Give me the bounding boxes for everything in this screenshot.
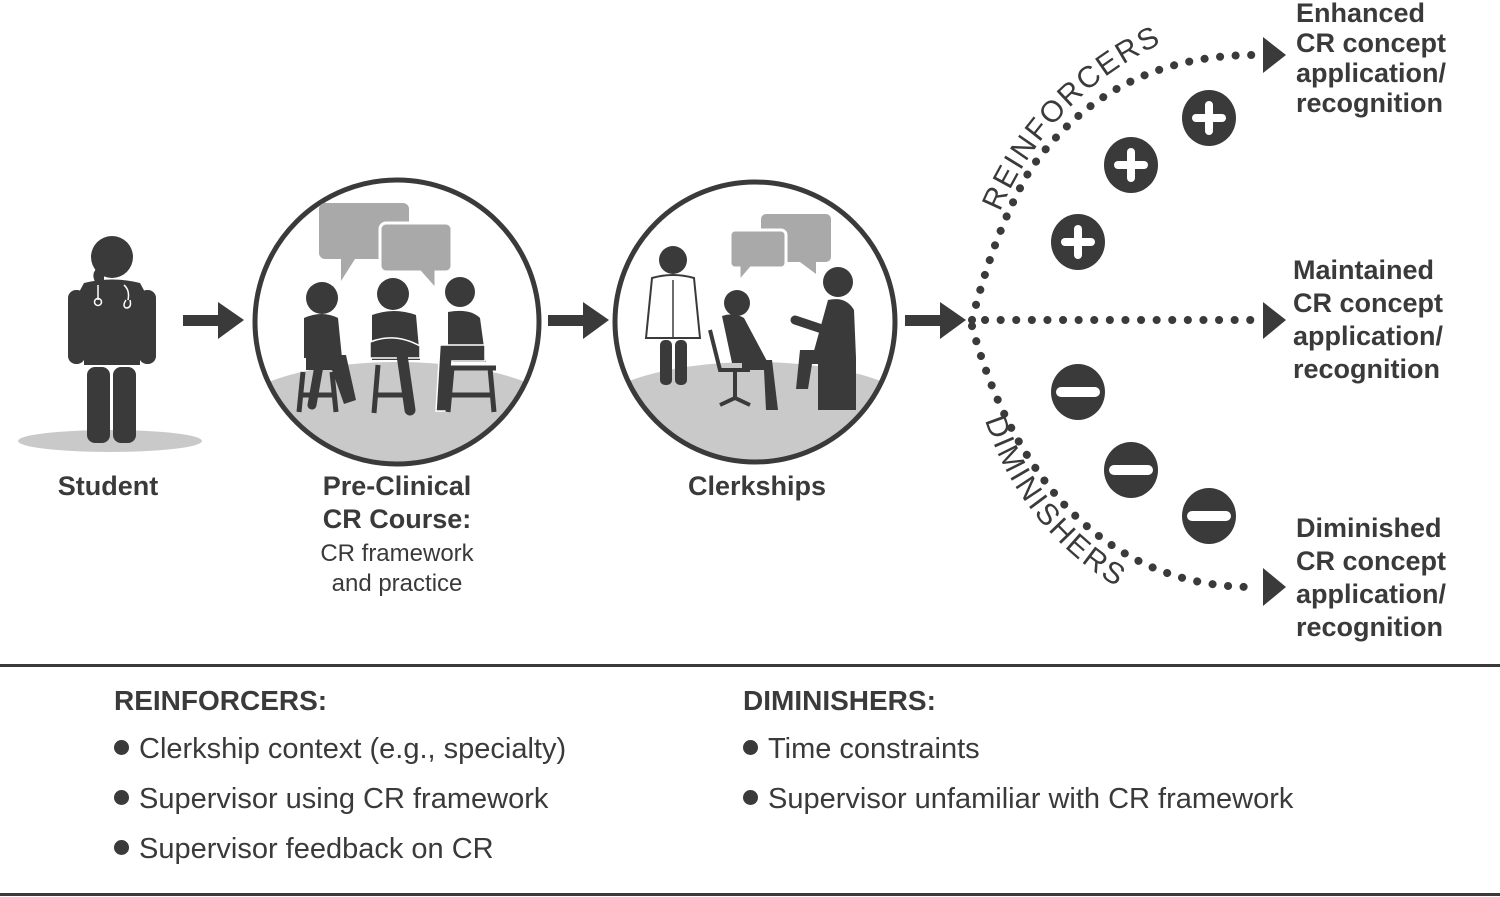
legend-diminishers-title: DIMINISHERS: <box>743 685 936 716</box>
arrow-clerkships-to-outcomes <box>905 302 966 339</box>
outcome-diminished-line: CR concept <box>1296 546 1446 576</box>
stage-label-clerkships: Clerkships <box>688 471 826 501</box>
outcome-enhanced-line: recognition <box>1296 88 1443 118</box>
legend-item-text: Time constraints <box>768 733 980 765</box>
legend-reinforcer-item: Supervisor using CR framework <box>114 783 548 816</box>
outcome-diminished-line: application/ <box>1296 579 1447 609</box>
legend-bottom-rule <box>0 893 1500 896</box>
outcome-maintained-line: application/ <box>1293 321 1444 351</box>
bullet-icon <box>743 789 758 805</box>
outcome-diminished-line: Diminished <box>1296 513 1442 543</box>
minus-circle-icon <box>1104 442 1158 498</box>
legend-diminisher-item: Supervisor unfamiliar with CR framework <box>743 783 1293 816</box>
plus-circle-icon <box>1182 90 1236 146</box>
arrow-student-to-course <box>183 302 244 339</box>
clerkships-scene-icon <box>612 179 898 465</box>
outcome-enhanced: Enhanced CR concept application/ recogni… <box>1296 0 1447 118</box>
preclinical-group-icon <box>252 177 542 467</box>
minus-circle-icon <box>1051 364 1105 420</box>
stage-sub-preclinical-line2: and practice <box>332 570 463 597</box>
outcome-enhanced-line: CR concept <box>1296 28 1446 58</box>
legend-reinforcers-title: REINFORCERS: <box>114 685 328 716</box>
legend-top-rule <box>0 664 1500 667</box>
stage-label-preclinical-line2: CR Course: <box>323 504 472 534</box>
student-figure-icon <box>18 236 202 452</box>
outcome-maintained-line: Maintained <box>1293 255 1434 285</box>
outcome-enhanced-line: application/ <box>1296 58 1447 88</box>
plus-circle-icon <box>1051 214 1105 270</box>
dotted-path-diminishers <box>968 322 1286 606</box>
legend-item-text: Supervisor unfamiliar with CR framework <box>768 783 1294 815</box>
bullet-icon <box>743 739 758 755</box>
diminishers-curved-label: DIMINISHERS <box>978 411 1132 593</box>
legend-reinforcer-item: Clerkship context (e.g., specialty) <box>114 733 566 766</box>
outcome-diminished-line: recognition <box>1296 612 1443 642</box>
bullet-icon <box>114 739 129 755</box>
outcome-diminished: Diminished CR concept application/ recog… <box>1296 513 1447 642</box>
dotted-path-maintained <box>981 302 1286 339</box>
outcome-enhanced-line: Enhanced <box>1296 0 1425 28</box>
arrow-course-to-clerkships <box>548 302 609 339</box>
legend-diminisher-item: Time constraints <box>743 733 980 766</box>
dotted-path-reinforcers <box>968 37 1286 324</box>
outcome-maintained-line: recognition <box>1293 354 1440 384</box>
minus-circle-icon <box>1182 488 1236 544</box>
bullet-icon <box>114 789 129 805</box>
outcome-maintained-line: CR concept <box>1293 288 1443 318</box>
legend-item-text: Clerkship context (e.g., specialty) <box>139 733 567 765</box>
stage-label-student: Student <box>58 471 159 501</box>
legend-reinforcer-item: Supervisor feedback on CR <box>114 833 494 866</box>
stage-sub-preclinical-line1: CR framework <box>320 540 474 567</box>
plus-circle-icon <box>1104 137 1158 193</box>
stage-label-preclinical-line1: Pre-Clinical <box>323 471 472 501</box>
outcome-maintained: Maintained CR concept application/ recog… <box>1293 255 1444 384</box>
legend-item-text: Supervisor using CR framework <box>139 783 549 815</box>
bullet-icon <box>114 839 129 855</box>
legend-item-text: Supervisor feedback on CR <box>139 833 494 865</box>
